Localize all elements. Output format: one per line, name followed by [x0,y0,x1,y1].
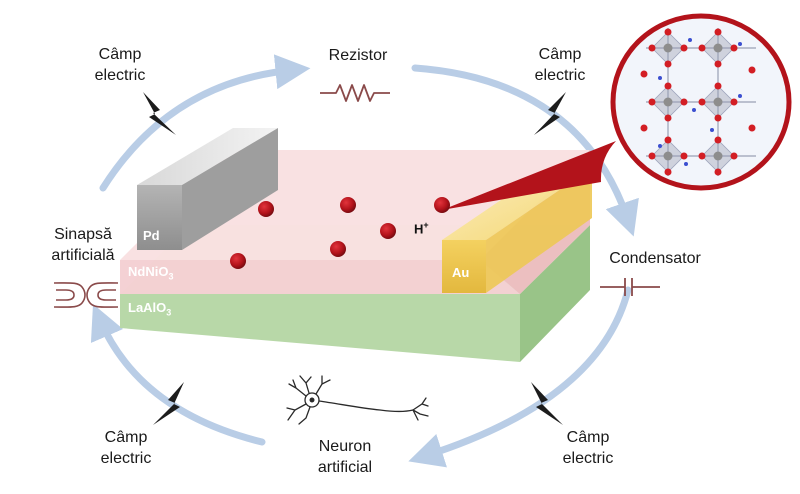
cycle-arrow-right [408,286,632,468]
au-electrode-side [486,168,592,293]
cycle-arrow-bottom-left [90,303,266,446]
synapse-label: Sinapsă artificială [51,226,115,264]
laalo3-side-face [520,225,590,362]
hydrogen-ion [230,253,246,269]
neuron-label: Neuron artificial [317,438,373,476]
au-electrode-front [442,240,486,293]
laalo3-front-face [120,294,520,362]
neuron-icon [286,375,429,425]
hydrogen-ion-highlighted [434,197,450,213]
field-label-top-right: Câmp electric [534,46,586,84]
hydrogen-ions [230,197,450,269]
ndnio3-label: NdNiO3 [128,264,174,282]
pd-electrode-label: Pd [143,228,160,243]
capacitor-label: Condensator [609,250,701,267]
lightning-icon-top-right [534,92,566,135]
capacitor-icon [600,278,660,296]
field-label-bottom-right: Câmp electric [562,429,614,467]
field-label-bottom-left: Câmp electric [100,429,152,467]
resistor-icon [320,84,390,102]
device-stack [120,128,592,362]
hydrogen-ion [258,201,274,217]
hydrogen-ion-label: H+ [414,220,429,237]
hydrogen-ion [340,197,356,213]
oxygen-atoms [640,28,756,176]
au-electrode-label: Au [452,265,470,280]
laalo3-label: LaAlO3 [128,300,172,318]
field-label-top-left: Câmp electric [94,46,146,84]
lightning-icon-bottom-right [531,382,563,425]
lightning-icon-top-left [143,92,176,135]
lightning-icons [143,92,566,425]
resistor-label: Rezistor [328,47,388,64]
hydrogen-ion [330,241,346,257]
ndnio3-front-face [120,260,520,294]
zoom-callout-wedge [442,141,616,210]
crystal-structure-zoom [610,13,792,191]
synapse-icon [53,282,119,308]
pd-electrode-front [137,185,182,250]
hydrogen-ion [380,223,396,239]
cycle-arrow-top-left [99,54,311,192]
lightning-icon-bottom-left [153,382,184,425]
nickel-atoms [663,43,723,161]
cycle-arrows [90,54,639,468]
cycle-arrow-top-right [411,64,639,237]
pd-electrode-side [182,128,278,250]
pd-electrode-top [137,128,278,185]
hydrogen-atoms [658,38,742,166]
